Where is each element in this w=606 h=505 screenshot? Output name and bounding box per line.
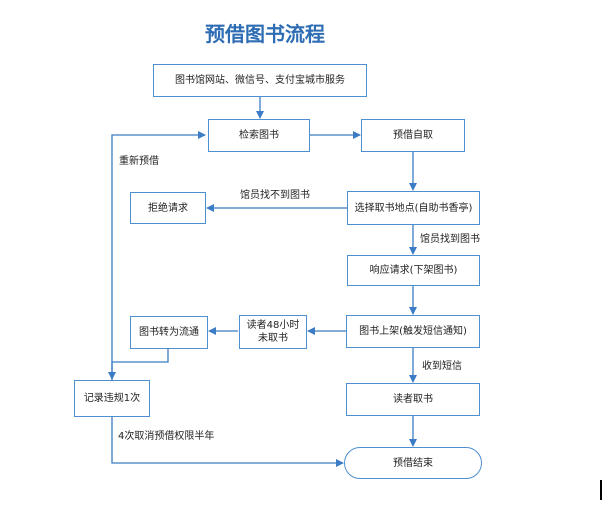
node-shelve-notify: 图书上架(触发短信通知) bbox=[346, 315, 480, 348]
node-services: 图书馆网站、微信号、支付宝城市服务 bbox=[153, 64, 367, 97]
label-re-reserve: 重新预借 bbox=[119, 156, 159, 167]
node-reserve: 预借自取 bbox=[361, 119, 465, 152]
node-not-picked-line2: 未取书 bbox=[258, 333, 288, 344]
node-choose-location: 选择取书地点(自助书香亭) bbox=[347, 191, 480, 225]
node-reject: 拒绝请求 bbox=[130, 192, 206, 224]
node-end: 预借结束 bbox=[344, 447, 482, 479]
edge-record-end bbox=[111, 417, 344, 467]
node-not-picked-line1: 读者48小时 bbox=[246, 320, 300, 331]
label-found: 馆员找到图书 bbox=[420, 234, 480, 245]
label-not-found: 馆员找不到图书 bbox=[240, 190, 310, 201]
node-to-circulation: 图书转为流通 bbox=[130, 316, 208, 349]
node-reader-pick: 读者取书 bbox=[346, 383, 480, 416]
label-sms: 收到短信 bbox=[422, 361, 462, 372]
diagram-title: 预借图书流程 bbox=[205, 22, 325, 46]
label-penalty: 4次取消预借权限半年 bbox=[118, 431, 215, 442]
edge-circulation-record bbox=[108, 349, 169, 380]
edge-marker bbox=[600, 480, 602, 500]
node-respond: 响应请求(下架图书) bbox=[347, 255, 480, 286]
node-search: 检索图书 bbox=[208, 119, 310, 152]
node-not-picked: 读者48小时 未取书 bbox=[239, 315, 307, 349]
node-record-violation: 记录违规1次 bbox=[74, 380, 150, 417]
edge-reborrow-loop bbox=[111, 131, 206, 380]
